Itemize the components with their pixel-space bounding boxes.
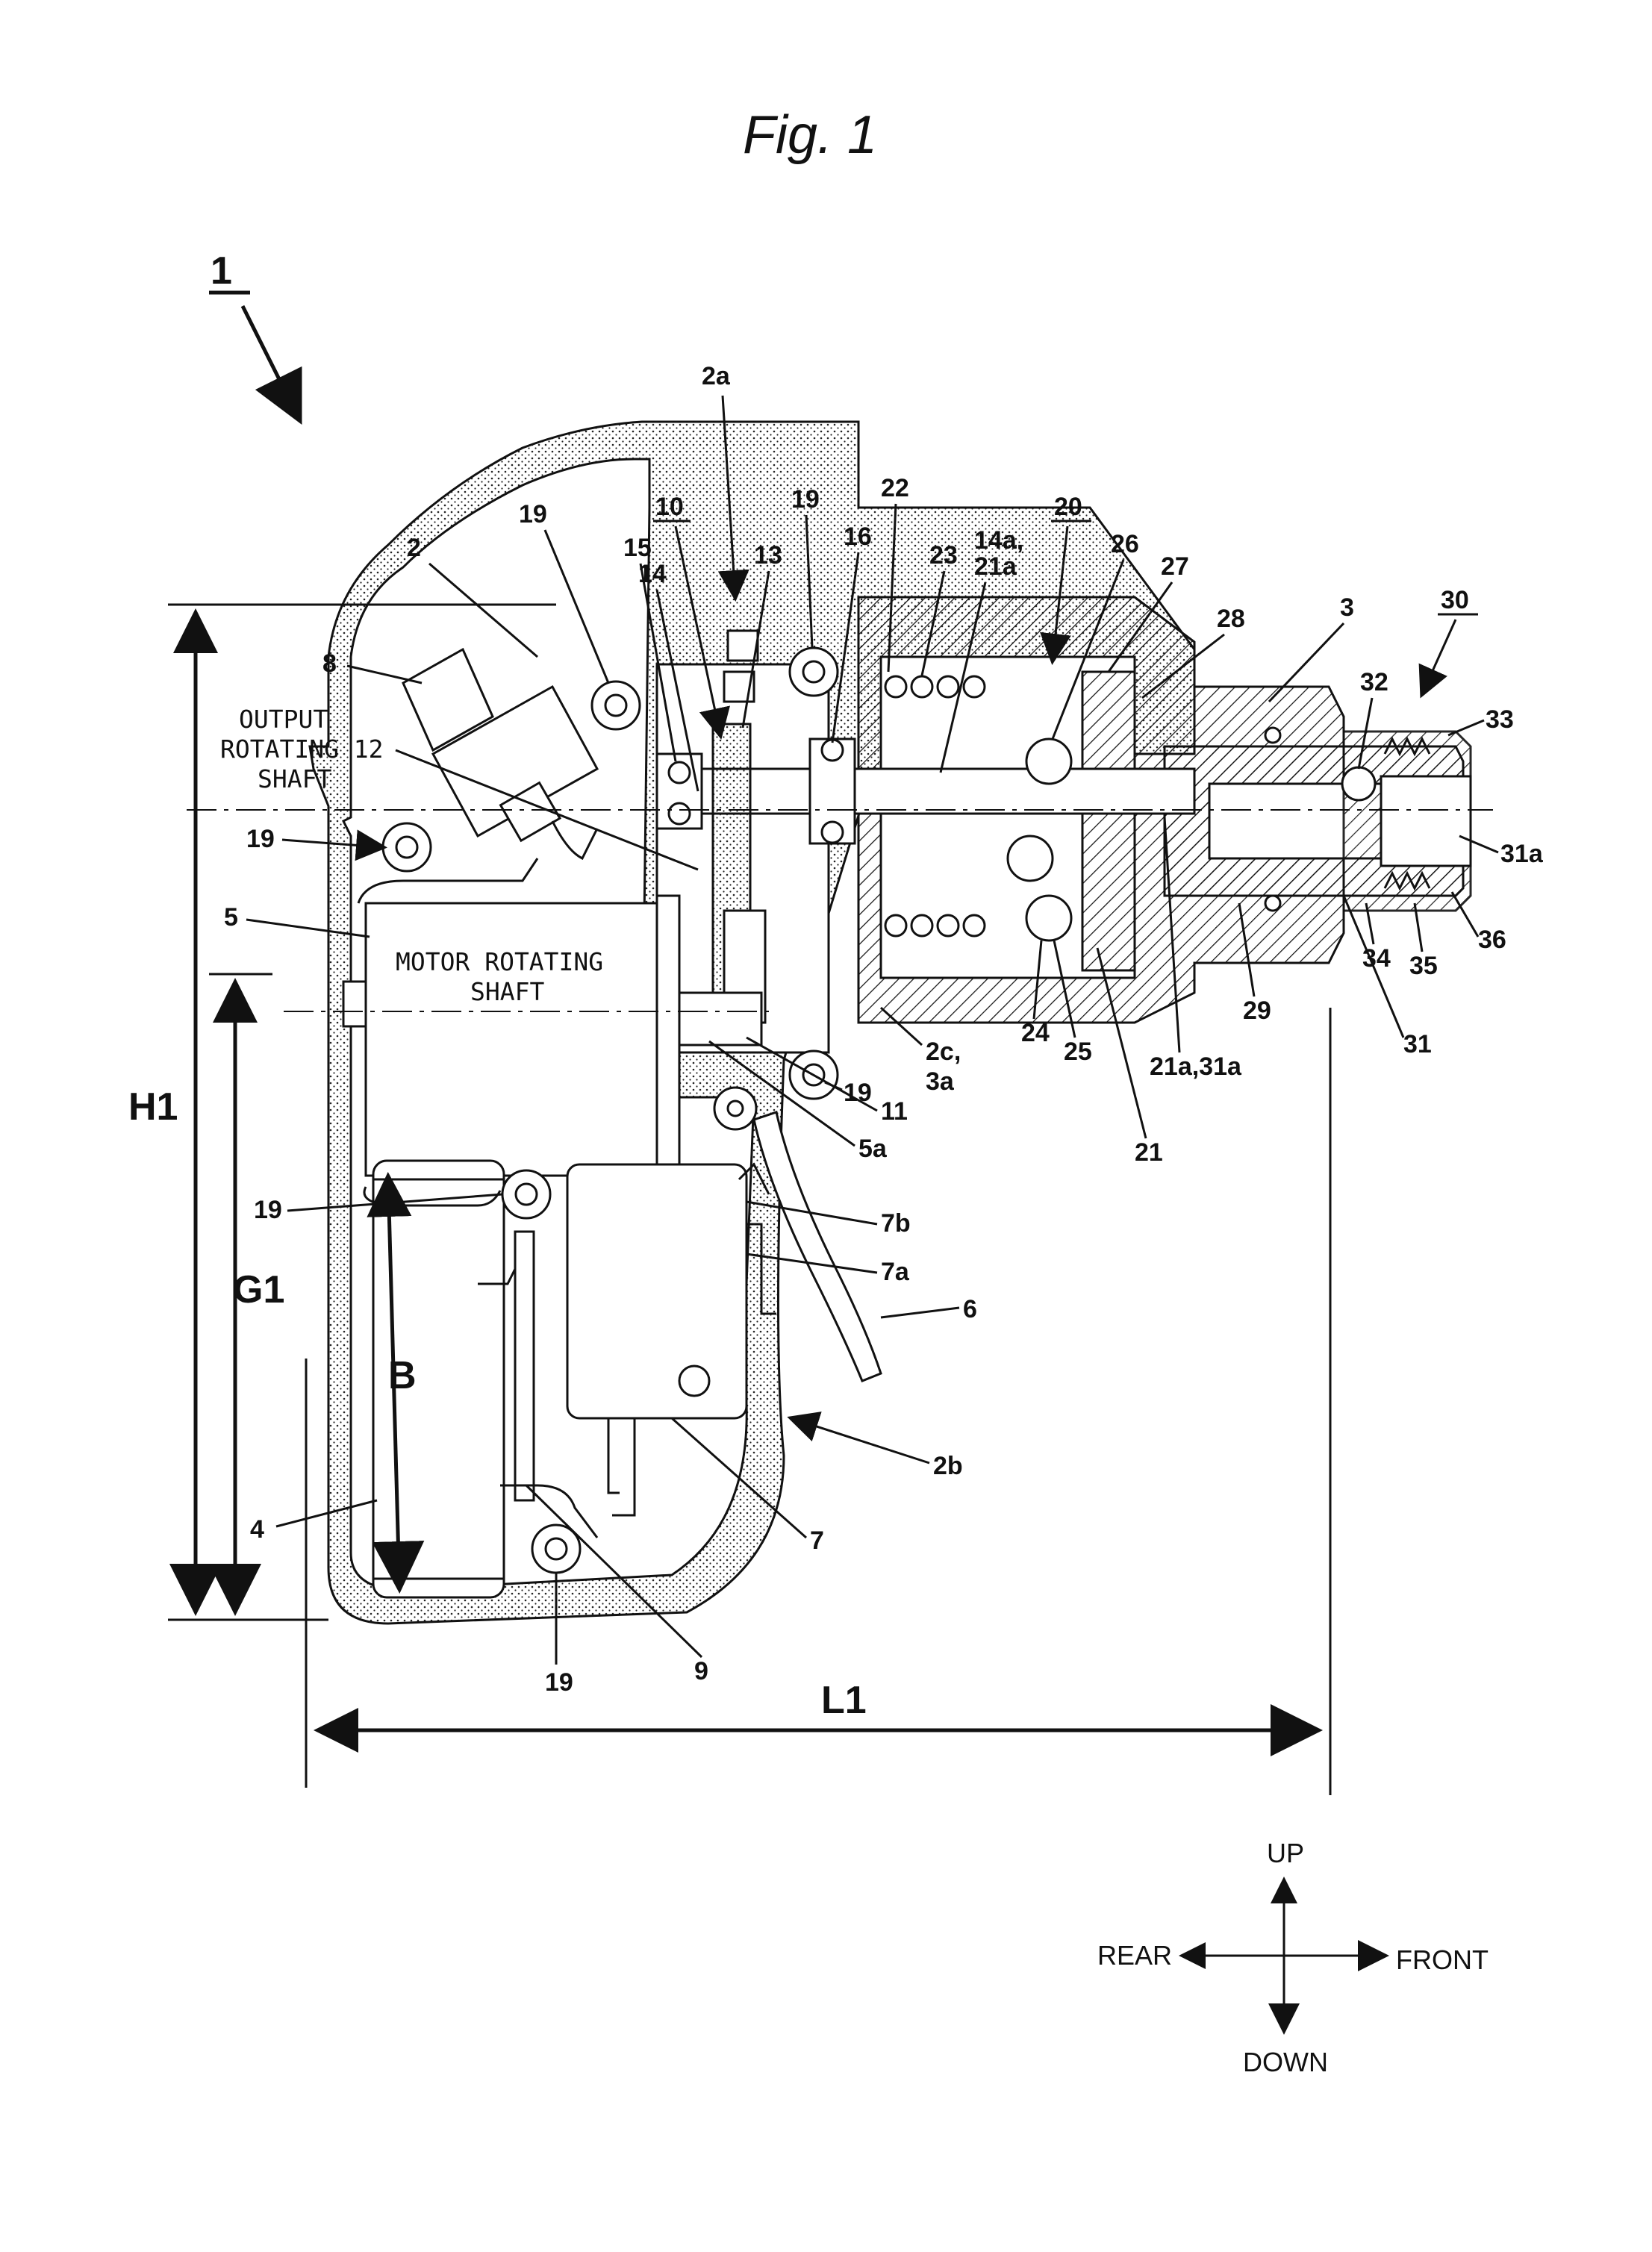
svg-text:28: 28 — [1217, 605, 1245, 633]
dir-front: FRONT — [1396, 1944, 1489, 1975]
svg-text:19: 19 — [246, 825, 275, 853]
svg-text:19: 19 — [791, 485, 820, 514]
svg-text:9: 9 — [694, 1657, 708, 1685]
svg-text:3: 3 — [1340, 593, 1354, 622]
svg-text:32: 32 — [1360, 668, 1388, 696]
svg-text:33: 33 — [1486, 705, 1514, 734]
svg-text:G1: G1 — [233, 1268, 284, 1311]
svg-text:24: 24 — [1021, 1019, 1050, 1047]
svg-text:7b: 7b — [881, 1209, 911, 1238]
svg-text:B: B — [388, 1354, 417, 1397]
motor-label-1: MOTOR ROTATING — [396, 947, 603, 976]
svg-text:21a: 21a — [974, 552, 1017, 581]
dir-down: DOWN — [1243, 2047, 1328, 2077]
svg-text:22: 22 — [881, 474, 909, 502]
svg-text:7a: 7a — [881, 1258, 910, 1286]
dir-rear: REAR — [1097, 1940, 1172, 1971]
svg-text:5: 5 — [224, 903, 238, 932]
label-10: 10 — [655, 493, 684, 521]
svg-text:1: 1 — [211, 249, 232, 293]
svg-text:2c,: 2c, — [926, 1038, 961, 1066]
svg-text:L1: L1 — [821, 1679, 867, 1722]
board-9 — [515, 1232, 534, 1500]
svg-text:16: 16 — [844, 523, 872, 551]
output-label-1: OUTPUT — [239, 705, 328, 734]
pad-a — [728, 631, 758, 661]
svg-text:19: 19 — [545, 1668, 573, 1697]
svg-text:19: 19 — [519, 500, 547, 528]
motor-label-2: SHAFT — [470, 977, 544, 1006]
dir-up: UP — [1267, 1838, 1304, 1868]
svg-text:23: 23 — [929, 541, 958, 570]
svg-text:26: 26 — [1111, 530, 1139, 558]
svg-text:3a: 3a — [926, 1067, 955, 1096]
reference-numeral-1: 1 — [209, 249, 299, 418]
output-label-3: SHAFT — [258, 764, 331, 793]
svg-text:31: 31 — [1403, 1030, 1432, 1058]
svg-text:25: 25 — [1064, 1038, 1092, 1066]
figure-title: Fig. 1 — [743, 105, 877, 165]
svg-text:11: 11 — [881, 1097, 908, 1126]
direction-indicator: UP DOWN REAR FRONT — [1097, 1838, 1489, 2077]
svg-text:4: 4 — [250, 1515, 264, 1544]
svg-text:19: 19 — [844, 1079, 872, 1107]
svg-text:35: 35 — [1409, 952, 1438, 980]
svg-text:5a: 5a — [858, 1135, 888, 1163]
label-2a: 2a — [702, 362, 731, 390]
svg-text:H1: H1 — [128, 1085, 178, 1129]
svg-text:31a: 31a — [1500, 840, 1544, 868]
svg-text:21a,31a: 21a,31a — [1150, 1052, 1242, 1081]
svg-text:19: 19 — [254, 1196, 282, 1224]
svg-text:2: 2 — [407, 534, 421, 562]
svg-text:6: 6 — [963, 1295, 977, 1323]
svg-text:14a,: 14a, — [974, 526, 1023, 555]
svg-text:36: 36 — [1478, 926, 1506, 954]
svg-text:8: 8 — [322, 649, 337, 678]
svg-text:15: 15 — [623, 534, 652, 562]
label-20: 20 — [1054, 493, 1082, 521]
svg-text:29: 29 — [1243, 996, 1271, 1025]
svg-text:13: 13 — [754, 541, 782, 570]
svg-text:27: 27 — [1161, 552, 1189, 581]
svg-text:2b: 2b — [933, 1452, 963, 1480]
dimension-G1: G1 — [209, 974, 284, 1609]
output-label-2: ROTATING 12 — [220, 734, 384, 764]
svg-text:7: 7 — [810, 1526, 824, 1555]
label-30: 30 — [1441, 586, 1469, 614]
svg-text:14: 14 — [638, 560, 667, 588]
svg-text:21: 21 — [1135, 1138, 1163, 1167]
